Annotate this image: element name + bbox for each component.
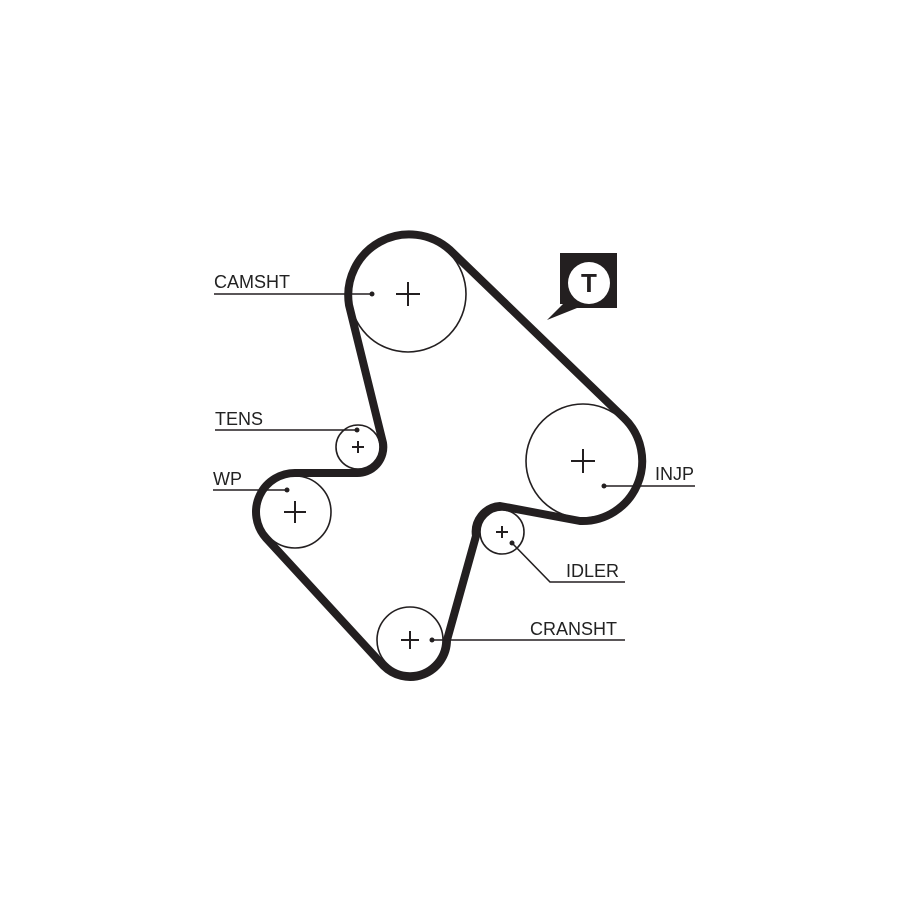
label-idler: IDLER	[566, 561, 619, 581]
timing-belt	[252, 230, 647, 681]
label-crankshaft: CRANSHT	[530, 619, 617, 639]
leader-lines	[213, 293, 695, 641]
tensioner-badge-icon: T	[547, 253, 617, 320]
center-marks	[284, 282, 595, 649]
label-camshaft: CAMSHT	[214, 272, 290, 292]
label-tensioner: TENS	[215, 409, 263, 429]
badge-letter: T	[581, 268, 597, 298]
label-injection-pump: INJP	[655, 464, 694, 484]
label-water-pump: WP	[213, 469, 242, 489]
